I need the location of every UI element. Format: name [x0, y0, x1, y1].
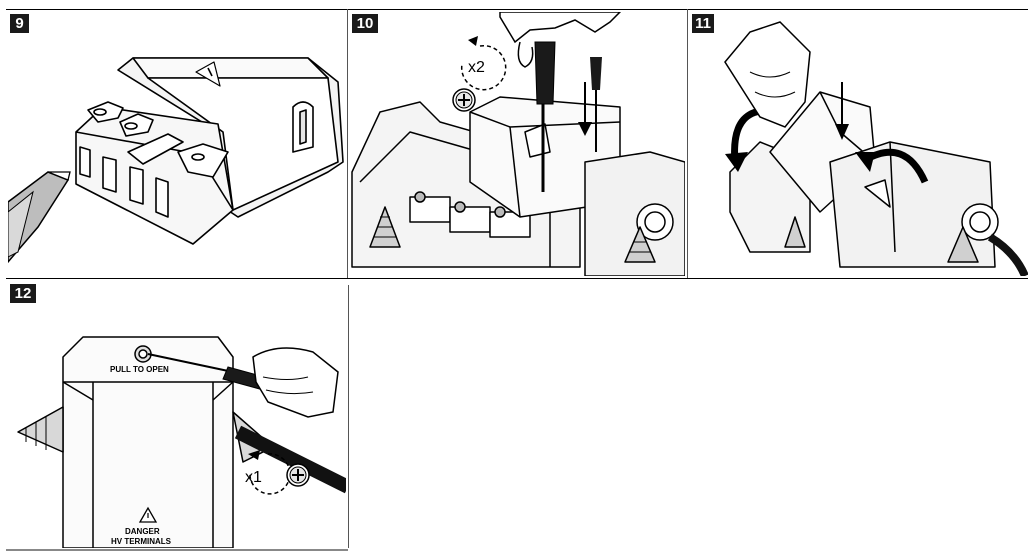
rotate-ccw-arrow-icon	[248, 450, 291, 495]
divider-9-10	[347, 9, 348, 278]
step-9-illustration	[8, 57, 344, 264]
rotation-count-label: x1	[245, 469, 262, 486]
danger-label: DANGER	[125, 527, 160, 536]
phillips-screw-icon	[452, 88, 476, 112]
top-divider	[6, 9, 1028, 10]
step-12-illustration: PULL TO OPEN x1 DANGER HV TERMINALS	[17, 336, 346, 548]
utility-knife-icon	[8, 171, 71, 264]
step-11-panel: 11	[690, 12, 1028, 276]
step-10-illustration: x2	[351, 12, 685, 276]
hv-terminals-label: HV TERMINALS	[111, 537, 172, 546]
divider-12-right	[348, 285, 349, 548]
step-12-badge: 12	[10, 284, 36, 303]
step-10-badge: 10	[352, 14, 378, 33]
bottom-divider	[6, 549, 348, 551]
step-12-panel: 12 PULL TO OPEN x1	[8, 282, 346, 548]
divider-10-11	[687, 9, 688, 278]
step-11-badge: 11	[692, 14, 714, 33]
pull-to-open-label: PULL TO OPEN	[110, 365, 169, 374]
middle-divider	[6, 278, 1028, 279]
step-10-panel: 10 x2	[350, 12, 685, 276]
screwdriver-icon	[499, 12, 622, 192]
phillips-screw-icon	[286, 463, 310, 487]
rotation-count-label: x2	[468, 59, 485, 76]
down-arrow-icon	[578, 82, 592, 136]
rotate-ccw-arrow-icon	[460, 36, 507, 91]
step-11-illustration	[724, 21, 1028, 276]
down-arrow-icon	[835, 82, 849, 140]
step-9-panel: 9	[8, 12, 346, 276]
step-9-badge: 9	[10, 14, 29, 33]
warning-triangle-icon	[138, 506, 158, 523]
warning-triangle-icon	[195, 61, 221, 87]
